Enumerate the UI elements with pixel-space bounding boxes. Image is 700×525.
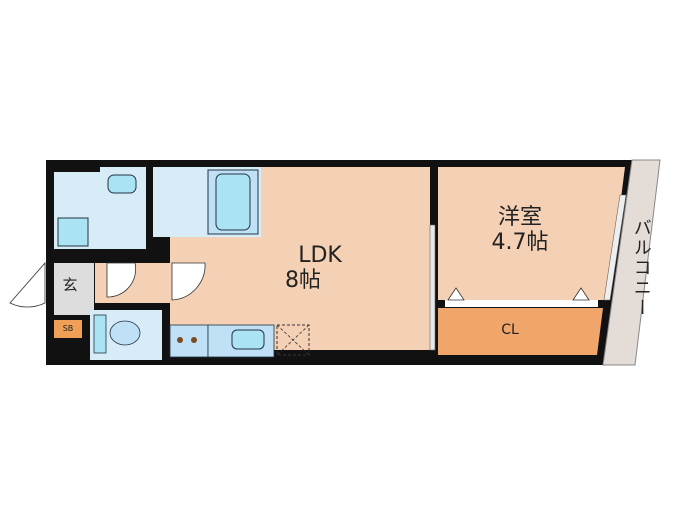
western-room-size: 4.7帖 [491,230,549,256]
entrance [54,263,94,315]
burner [177,337,183,343]
door-swing [106,262,136,298]
fridge-space-x [276,324,310,356]
balcony-window [603,194,627,301]
entrance-label: 玄 [62,276,78,294]
ldk-label: LDK 8帖 [285,243,355,294]
entrance-door-swing [9,261,46,308]
ldk-size: 8帖 [285,268,321,294]
bathtub-inner [215,173,251,231]
balcony [602,159,661,366]
western-room-name: 洋室 [497,205,542,230]
fridge-space [276,324,310,356]
sliding-door [429,224,436,351]
door-swing [171,262,206,301]
western-room-floor [438,167,625,300]
kitchen-sink [231,329,265,350]
shoe-box-label: SB [62,324,74,333]
toilet-tank [93,314,107,354]
shoe-box [54,320,82,338]
balcony-label: バルコニー [630,218,652,318]
ldk-name: LDK [298,243,342,268]
washing-machine [57,217,89,247]
closet-door-marker [447,287,465,301]
closet-door [445,300,598,307]
western-room-label: 洋室 4.7帖 [480,205,560,256]
closet-label: CL [501,322,519,338]
closet-door-marker [572,287,590,301]
burner [191,337,197,343]
closet [438,308,603,355]
wash-basin [107,174,137,194]
stove [169,324,209,358]
toilet-bowl [109,320,141,346]
